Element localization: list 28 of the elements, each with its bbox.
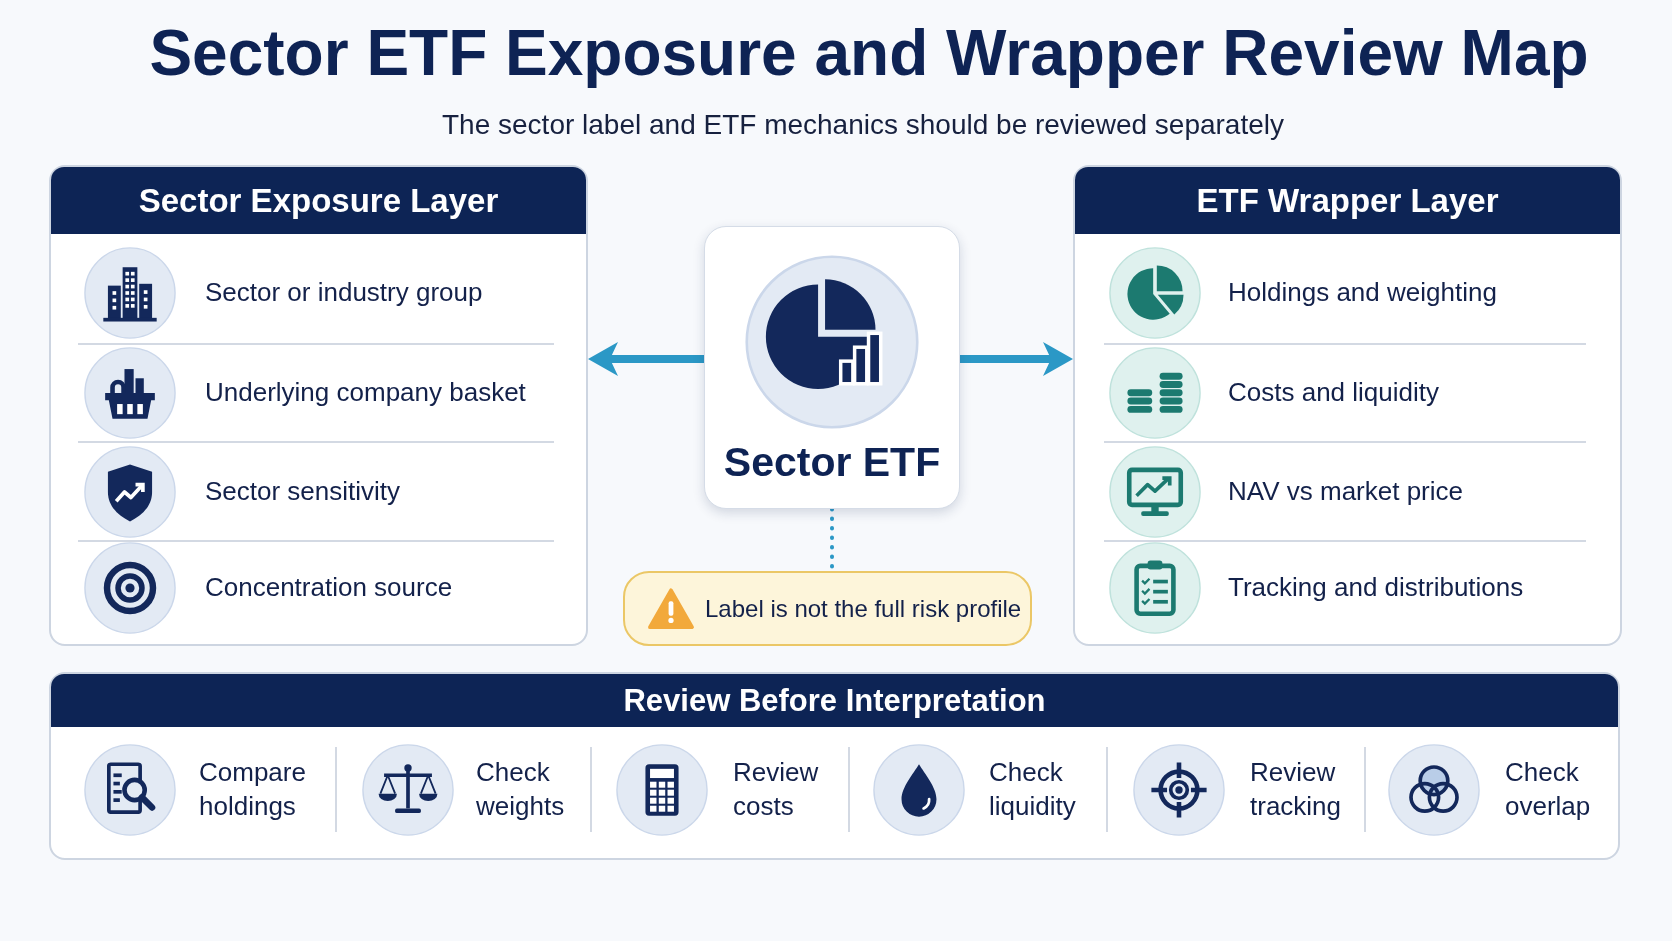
item-label: Check weights xyxy=(476,756,565,824)
item-label: Costs and liquidity xyxy=(1228,377,1439,409)
item-label: Sector sensitivity xyxy=(205,476,401,508)
item-label: Review tracking xyxy=(1250,756,1342,824)
item-label: Check overlap xyxy=(1505,756,1591,824)
arrow xyxy=(960,342,1073,376)
panel-header: Sector Exposure Layer xyxy=(51,167,586,234)
item-label: Underlying company basket xyxy=(205,377,526,409)
card-title: Sector ETF xyxy=(723,439,941,487)
item-label: Review costs xyxy=(733,756,819,824)
subtitle: The sector label and ETF mechanics should be reviewed separately xyxy=(442,108,1284,142)
panel-header: ETF Wrapper Layer xyxy=(1075,167,1620,234)
panel xyxy=(1073,165,1622,646)
title: Sector ETF Exposure and Wrapper Review Map xyxy=(149,17,1589,91)
panel xyxy=(49,165,588,646)
node-card xyxy=(704,226,960,509)
panel xyxy=(49,672,1620,860)
item-label: Holdings and weighting xyxy=(1228,277,1497,309)
item-label: NAV vs market price xyxy=(1228,476,1463,508)
item-label: Concentration source xyxy=(205,572,453,604)
note-text: Label is not the full risk profile xyxy=(705,594,1022,623)
item-label: Sector or industry group xyxy=(205,277,483,309)
warning-note xyxy=(623,571,1032,646)
arrow xyxy=(588,342,704,376)
item-label: Tracking and distributions xyxy=(1228,572,1524,604)
panel-header: Review Before Interpretation xyxy=(51,674,1618,727)
item-label: Compare holdings xyxy=(199,756,306,824)
item-label: Check liquidity xyxy=(989,756,1076,824)
